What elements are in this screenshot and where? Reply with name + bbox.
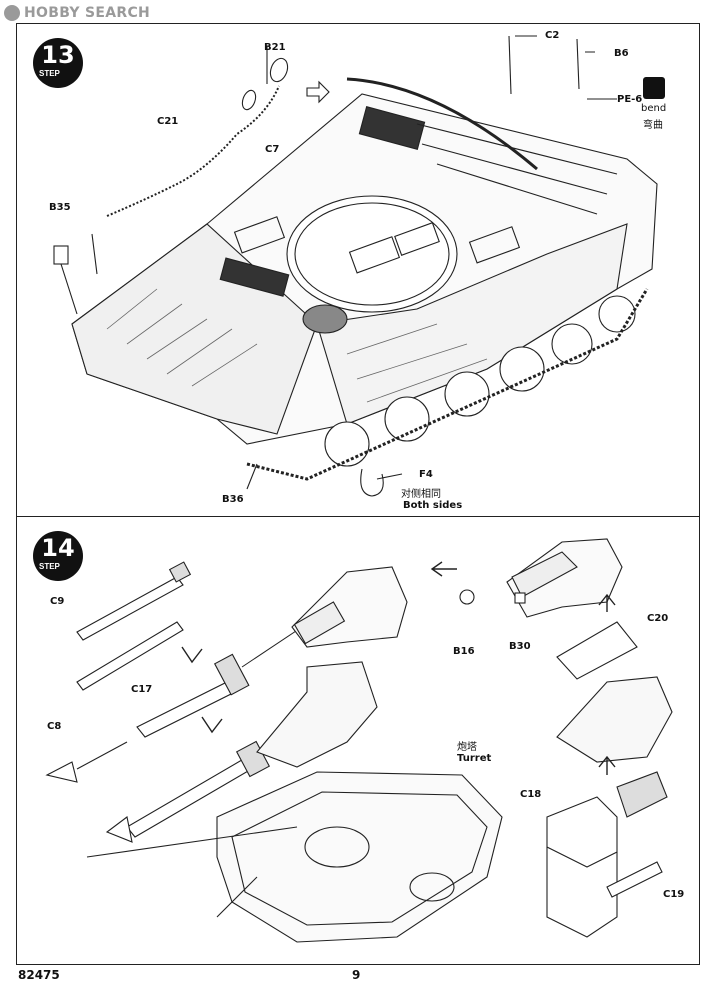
part-c7-label: C7 — [265, 144, 280, 155]
bend-icon — [643, 77, 665, 99]
part-b36-label: B36 — [222, 494, 244, 505]
part-b6-label: B6 — [614, 48, 629, 59]
step-13-number: 13 — [41, 41, 75, 69]
step-14-badge: 14 STEP — [33, 531, 83, 581]
part-c20-label: C20 — [647, 613, 669, 624]
part-c9-label: C9 — [50, 596, 65, 607]
both-sides-cn: 对侧相同 — [401, 489, 441, 500]
bend-label-cn: 弯曲 — [643, 120, 663, 131]
step-13-badge: 13 STEP — [33, 38, 83, 88]
step-14-panel: 14 STEP C9 C17 C8 B16 B30 C20 C18 C19 炮塔… — [16, 517, 700, 965]
part-c21-label: C21 — [157, 116, 179, 127]
tank-hull-drawing — [53, 35, 658, 497]
part-c18-label: C18 — [520, 789, 542, 800]
part-f4-label: F4 — [419, 469, 433, 480]
part-pe6-label: PE-6 — [617, 94, 643, 105]
part-b30-label: B30 — [509, 641, 531, 652]
watermark: HOBBY SEARCH — [4, 3, 150, 23]
part-b16-label: B16 — [453, 646, 475, 657]
turret-drawing — [45, 538, 673, 943]
turret-label-en: Turret — [457, 753, 492, 764]
step-13-label: STEP — [39, 69, 60, 78]
part-c2-label: C2 — [545, 30, 560, 41]
turret-label-cn: 炮塔 — [457, 742, 477, 753]
both-sides-en: Both sides — [403, 500, 463, 511]
product-code: 82475 — [18, 968, 60, 982]
part-b35-label: B35 — [49, 202, 71, 213]
watermark-text: HOBBY SEARCH — [24, 5, 151, 21]
page-number: 9 — [352, 968, 361, 982]
step-14-number: 14 — [41, 534, 75, 562]
bend-label-en: bend — [641, 103, 667, 114]
part-c17-label: C17 — [131, 684, 153, 695]
part-b21-label: B21 — [264, 42, 286, 53]
watermark-logo-icon — [4, 5, 20, 21]
step-14-label: STEP — [39, 562, 60, 571]
part-c19-label: C19 — [663, 889, 685, 900]
step-13-panel: 13 STEP B21 C2 B6 PE-6 C21 C7 B35 B36 F4… — [16, 23, 700, 517]
part-c8-label: C8 — [47, 721, 62, 732]
